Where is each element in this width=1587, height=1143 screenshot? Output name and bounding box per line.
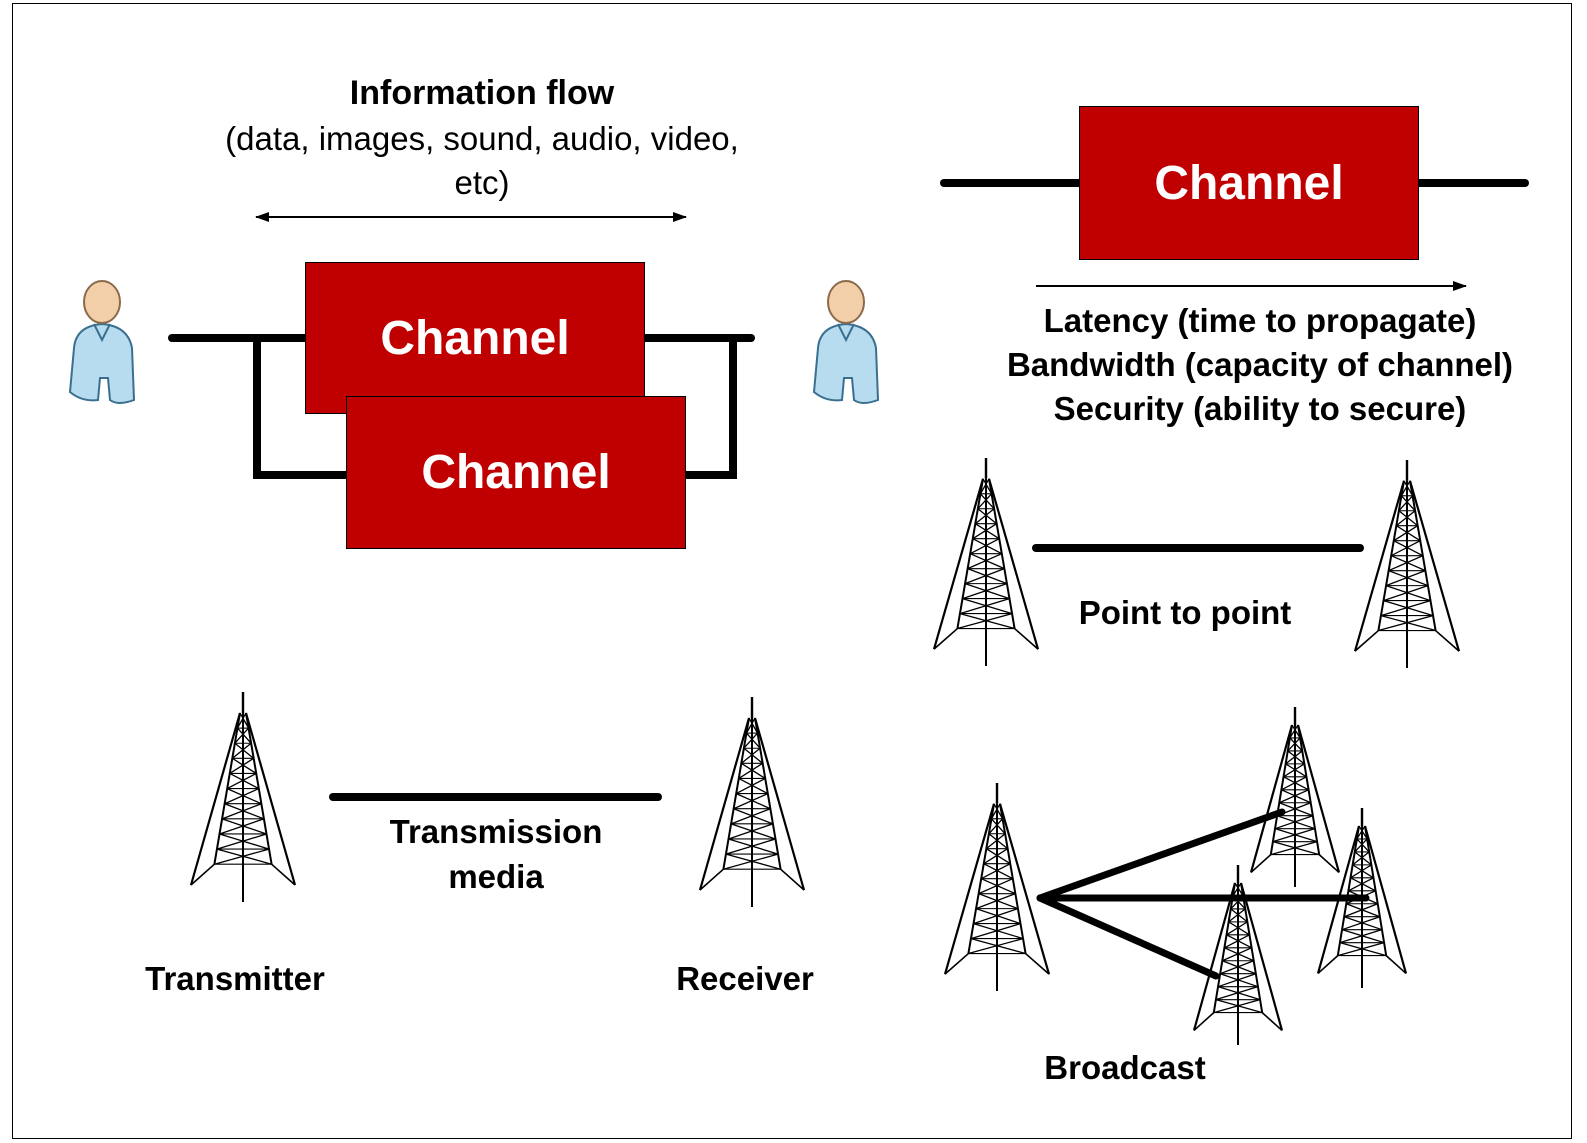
radio-tower-icon <box>1192 865 1284 1045</box>
transmitter-label: Transmitter <box>145 960 325 997</box>
radio-tower-icon <box>943 783 1051 991</box>
parallel-channel-wires <box>168 334 755 479</box>
channel-box-back: Channel <box>305 262 645 414</box>
security-text: Security (ability to secure) <box>1053 390 1467 427</box>
info-flow-subtitle-line-2: etc) <box>454 164 510 201</box>
broadcast-links <box>1036 808 1370 980</box>
channel-label: Channel <box>1154 156 1344 210</box>
radio-tower-icon <box>698 697 806 907</box>
radio-tower-icon <box>1353 460 1461 668</box>
info-flow-title: Information flow <box>349 74 615 112</box>
channel-box-front: Channel <box>346 396 686 549</box>
radio-tower-icon <box>932 458 1040 666</box>
receiver-label: Receiver <box>676 960 814 997</box>
channel-label: Channel <box>380 312 570 365</box>
point-to-point-label: Point to point <box>1078 594 1292 631</box>
transmission-media-label-line-1: Transmission <box>389 813 603 850</box>
radio-tower-icon <box>1316 808 1408 988</box>
person-icon-left <box>68 280 136 404</box>
person-icon-right <box>812 280 880 404</box>
latency-text: Latency (time to propagate) <box>1043 302 1477 339</box>
channel-label: Channel <box>421 446 611 499</box>
info-flow-subtitle-line-1: (data, images, sound, audio, video, <box>225 120 739 157</box>
transmission-media-label-line-2: media <box>448 858 544 895</box>
radio-tower-icon <box>1249 707 1341 887</box>
channel-box-single: Channel <box>1079 106 1419 260</box>
broadcast-label: Broadcast <box>1044 1049 1206 1086</box>
bandwidth-text: Bandwidth (capacity of channel) <box>1006 346 1514 383</box>
radio-tower-icon <box>189 692 297 902</box>
diagram-frame <box>12 3 1572 1139</box>
